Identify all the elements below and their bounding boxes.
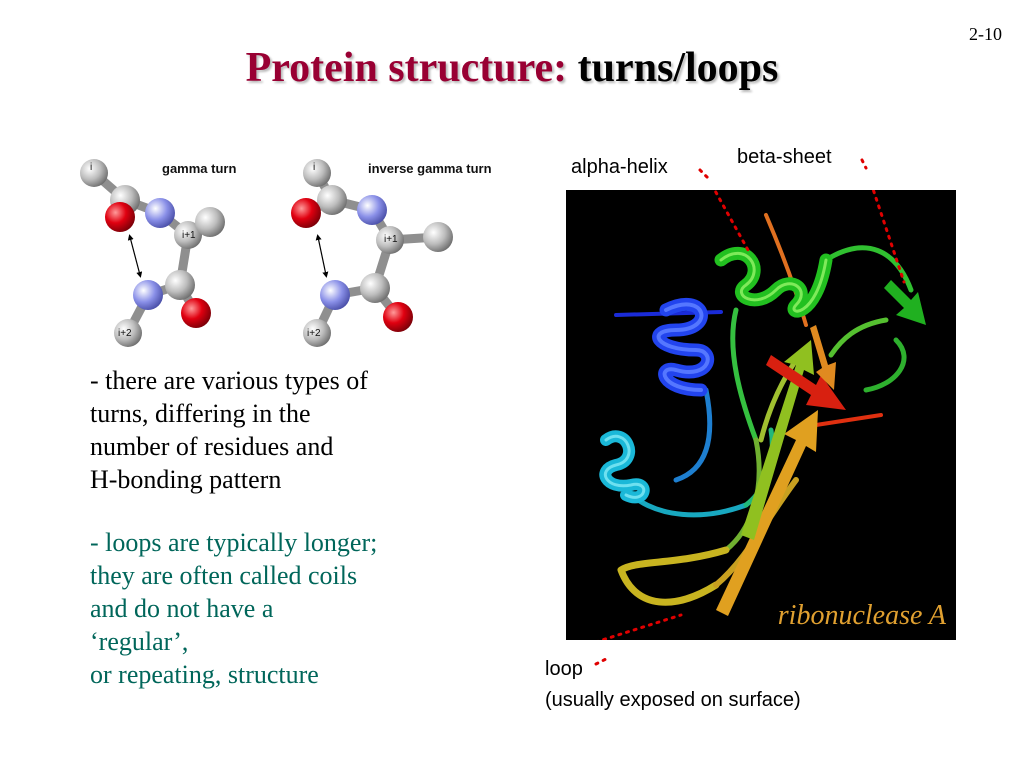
- bullet-turns: - there are various types of turns, diff…: [90, 364, 490, 496]
- bullet-line: number of residues and: [90, 432, 334, 461]
- inverse-atom-i1: i+1: [384, 234, 398, 245]
- beta-sheet-label: beta-sheet: [737, 146, 832, 168]
- slide-title: Protein structure: turns/loops: [0, 44, 1024, 92]
- bullet-loops: - loops are typically longer; they are o…: [90, 526, 490, 691]
- gamma-turn-label: gamma turn: [162, 161, 237, 176]
- bullet-line: H-bonding pattern: [90, 465, 282, 494]
- inverse-atom-i2: i+2: [307, 328, 321, 339]
- inverse-gamma-turn-figure: inverse gamma turn i i+1 i+2: [290, 145, 525, 360]
- bullet-line: they are often called coils: [90, 561, 358, 590]
- gamma-atom-i2: i+2: [118, 328, 132, 339]
- loop-pointer: [594, 657, 608, 666]
- bullet-line: or repeating, structure: [90, 660, 319, 689]
- inverse-gamma-turn-molecule: [291, 159, 453, 347]
- protein-ribbon-image: ribonuclease A: [566, 190, 956, 640]
- loop-label: loop: [545, 658, 583, 680]
- gamma-atom-i1: i+1: [182, 230, 196, 241]
- ribbon-diagram: [597, 190, 926, 640]
- gamma-turn-molecule: [80, 159, 225, 347]
- gamma-atom-i: i: [90, 162, 93, 173]
- bullet-line: turns, differing in the: [90, 399, 311, 428]
- bullet-line: - there are various types of: [90, 366, 368, 395]
- inverse-atom-i: i: [313, 162, 316, 173]
- gamma-turn-figure: gamma turn i i+1 i+2: [70, 145, 290, 360]
- alpha-helix-label: alpha-helix: [571, 156, 668, 178]
- slide-number: 2-10: [969, 24, 1002, 44]
- loop-note: (usually exposed on surface): [545, 689, 801, 711]
- bullet-line: - loops are typically longer;: [90, 528, 378, 557]
- title-part-1: Protein structure:: [245, 45, 578, 91]
- title-part-2: turns/loops: [577, 45, 779, 91]
- alpha-helix-pointer: [698, 168, 710, 180]
- bullet-line: ‘regular’,: [90, 627, 189, 656]
- bullet-line: and do not have a: [90, 594, 274, 623]
- beta-sheet-pointer: [860, 158, 868, 170]
- protein-caption: ribonuclease A: [777, 600, 946, 631]
- inverse-gamma-turn-label: inverse gamma turn: [368, 161, 492, 176]
